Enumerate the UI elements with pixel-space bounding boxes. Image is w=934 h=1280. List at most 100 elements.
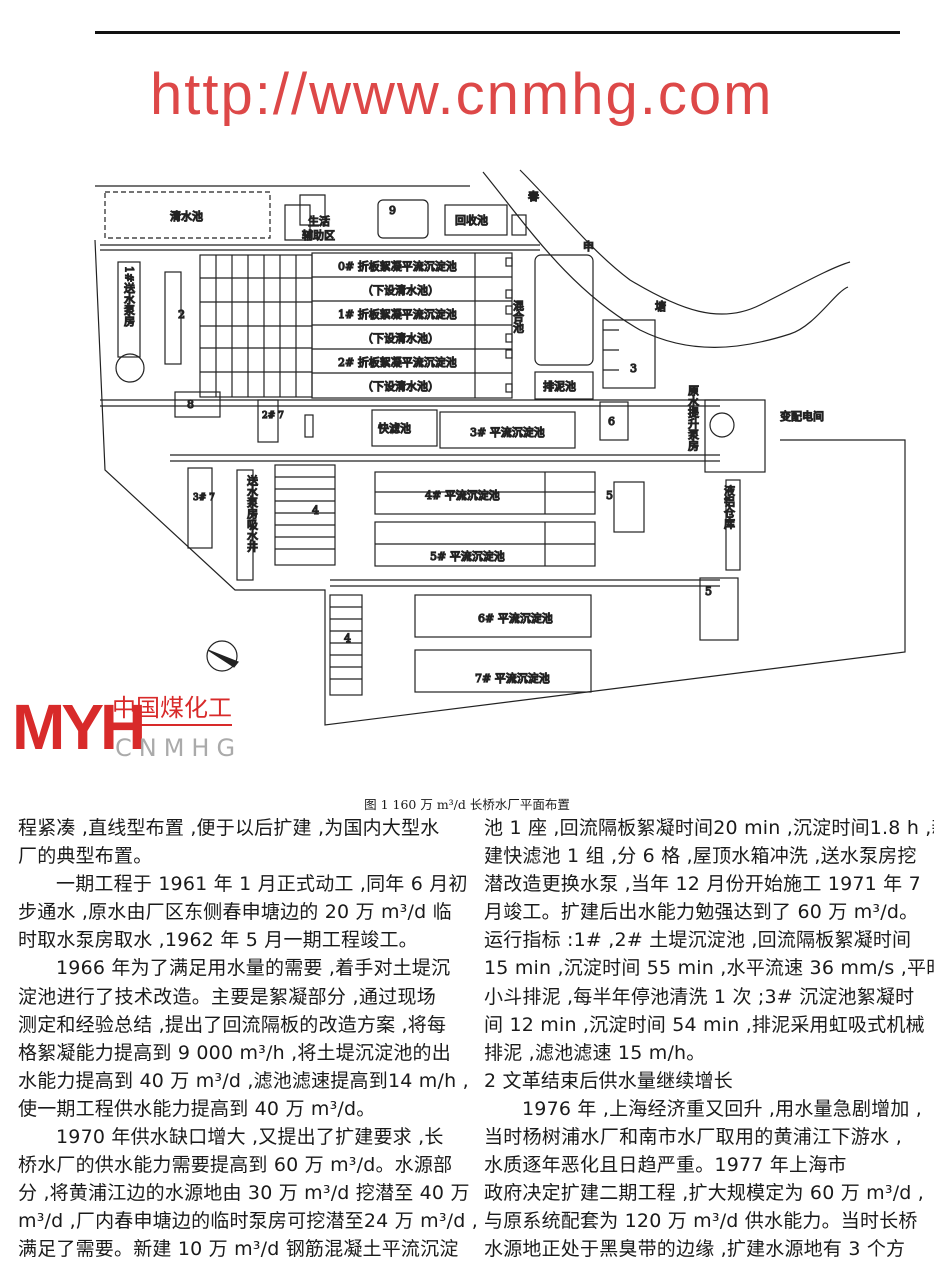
left-column: 程紧凑 ,直线型布置 ,便于以后扩建 ,为国内大型水 厂的典型布置。 一期工程于… [18, 814, 478, 1264]
clear-tank [104, 191, 271, 239]
text-line: 1970 年供水缺口增大 ,又提出了扩建要求 ,长 [56, 1126, 444, 1149]
label-building-5a: 5 [606, 489, 613, 502]
river-bank-north [519, 169, 851, 315]
text-line: 15 min ,沉淀时间 55 min ,水平流速 36 mm/s ,平时 [484, 957, 934, 980]
text-line: 测定和经验总结 ,提出了回流隔板的改造方案 ,将每 [18, 1013, 447, 1036]
label-tank-1: 1# 折板絮凝平流沉淀池 [338, 307, 457, 321]
label-tank-2: 2# 折板絮凝平流沉淀池 [338, 355, 457, 369]
pump-house-1 [117, 261, 141, 358]
text-line: 当时杨树浦水厂和南市水厂取用的黄浦江下游水 , [484, 1126, 902, 1149]
substation-yard [704, 399, 766, 473]
label-mixing-tank: 混合池 [512, 300, 525, 333]
building-3 [602, 319, 656, 389]
label-building-3: 3 [630, 362, 637, 375]
water-plant-site-plan: 清水池 生活 辅助区 9 回收池 春 申 塘 0# 折板絮凝平流沉淀池 （下设清… [94, 169, 906, 726]
filter-grid [199, 254, 313, 398]
label-raw-pump: 原水提升泵房 [687, 385, 700, 452]
text-line: 格絮凝能力提高到 9 000 m³/h ,将土堤沉淀池的出 [18, 1041, 451, 1064]
text-line: 淀池进行了技术改造。主要是絮凝部分 ,通过现场 [18, 985, 436, 1008]
text-line: 1966 年为了满足用水量的需要 ,着手对土堤沉 [56, 957, 451, 980]
url-watermark: http://www.cnmhg.com [150, 62, 774, 127]
label-living-area: 生活 [308, 214, 330, 228]
text-line: 步通水 ,原水由厂区东侧春申塘边的 20 万 m³/d 临 [18, 901, 452, 924]
text-line: m³/d ,厂内春申塘边的临时泵房可挖潜至24 万 m³/d , [18, 1210, 478, 1233]
label-building-8: 8 [187, 398, 194, 411]
label-tank-0-sub: （下设清水池） [362, 284, 439, 297]
text-line: 水质逐年恶化且日趋严重。1977 年上海市 [484, 1154, 847, 1177]
label-building-6: 6 [608, 415, 615, 428]
text-line: 排泥 ,滤池滤速 15 m/h。 [484, 1041, 706, 1064]
tank-5-divisions [375, 522, 595, 566]
building-3-7 [187, 467, 213, 549]
text-line: 月竣工。扩建后出水能力勉强达到了 60 万 m³/d。 [484, 901, 919, 924]
label-building-3-7: 3# 7 [193, 493, 215, 503]
tank-4-divisions [375, 472, 595, 514]
text-line: 建快滤池 1 组 ,分 6 格 ,屋顶水箱冲洗 ,送水泵房挖 [484, 845, 917, 868]
small-building [511, 214, 527, 236]
open-area [534, 254, 594, 366]
text-line: 厂的典型布置。 [18, 845, 153, 868]
figure-caption: 图 1 160 万 m³/d 长桥水厂平面布置 [364, 797, 570, 812]
label-river: 春 [528, 190, 539, 203]
label-block-4b: 4 [344, 632, 351, 645]
label-tank-2-sub: （下设清水池） [362, 380, 439, 393]
text-line: 政府决定扩建二期工程 ,扩大规模定为 60 万 m³/d , [484, 1182, 925, 1205]
block-4 [274, 464, 336, 566]
section-heading: 2 文革结束后供水量继续增长 [484, 1069, 733, 1092]
label-tank-6: 6# 平流沉淀池 [478, 611, 553, 625]
label-tank-3: 3# 平流沉淀池 [470, 425, 545, 439]
label-building-2-7: 2# 7 [262, 411, 284, 421]
warehouse [725, 479, 741, 571]
text-line: 潜改造更换水泵 ,当年 12 月份开始施工 1971 年 7 [484, 873, 921, 896]
block-4b [329, 594, 363, 696]
site-boundary [94, 185, 906, 726]
label-river: 塘 [655, 299, 666, 313]
tank-7 [414, 649, 592, 693]
label-tank-1-sub: （下设清水池） [362, 332, 439, 345]
raw-pump-well [709, 412, 735, 438]
text-line: 一期工程于 1961 年 1 月正式动工 ,同年 6 月初 [56, 873, 468, 896]
text-line: 时取水泵房取水 ,1962 年 5 月一期工程竣工。 [18, 929, 418, 952]
text-line: 桥水厂的供水能力需要提高到 60 万 m³/d。水源部 [18, 1154, 453, 1177]
north-arrow-icon [206, 640, 239, 672]
label-tank-0: 0# 折板絮凝平流沉淀池 [338, 259, 457, 273]
logo-watermark: MYH 中国煤化工 CNMHG [12, 692, 252, 770]
suction-well [236, 469, 254, 581]
label-tank-7: 7# 平流沉淀池 [475, 671, 550, 685]
label-building-2: 2 [178, 308, 185, 321]
right-column: 池 1 座 ,回流隔板絮凝时间20 min ,沉淀时间1.8 h ,新 建快滤池… [484, 814, 934, 1264]
text-line: 1976 年 ,上海经济重又回升 ,用水量急剧增加 , [522, 1097, 923, 1120]
sludge-tank [534, 371, 594, 400]
logo-cn-text: 中国煤化工 [112, 694, 232, 726]
building-6 [599, 401, 629, 441]
pump-house-1-round-end [115, 353, 145, 383]
building-2-7 [257, 399, 279, 443]
text-line: 使一期工程供水能力提高到 40 万 m³/d。 [18, 1097, 376, 1120]
label-river: 申 [583, 240, 594, 253]
label-pump-house-1: 1#送水泵房 [123, 266, 136, 327]
folded-plate-tanks [311, 252, 513, 399]
text-line: 程紧凑 ,直线型布置 ,便于以后扩建 ,为国内大型水 [18, 817, 440, 839]
text-line: 间 12 min ,沉淀时间 54 min ,排泥采用虹吸式机械 [484, 1013, 925, 1036]
label-clear-tank: 清水池 [170, 210, 203, 223]
road [100, 244, 720, 587]
building-9 [377, 199, 429, 239]
fast-filter [371, 409, 438, 447]
label-tank-5: 5# 平流沉淀池 [430, 549, 505, 563]
label-living-area: 辅助区 [302, 228, 335, 242]
logo-en-text: CNMHG [115, 734, 243, 762]
building-5b [699, 577, 739, 641]
label-sludge-tank: 排泥池 [543, 379, 576, 393]
label-suction-well: 送水泵房吸水井 [246, 474, 259, 553]
label-recovery-tank: 回收池 [455, 213, 488, 227]
text-line: 池 1 座 ,回流隔板絮凝时间20 min ,沉淀时间1.8 h ,新 [484, 817, 934, 839]
text-line: 水源地正处于黑臭带的边缘 ,扩建水源地有 3 个方 [484, 1238, 906, 1261]
small-building [304, 414, 314, 438]
recovery-tank [444, 204, 508, 236]
label-building-9: 9 [389, 204, 396, 217]
label-block-4: 4 [312, 504, 319, 517]
building-8 [174, 391, 221, 418]
text-line: 运行指标 :1# ,2# 土堤沉淀池 ,回流隔板絮凝时间 [484, 929, 912, 952]
label-fast-filter: 快滤池 [378, 422, 411, 435]
building-3-divisions [603, 329, 619, 371]
